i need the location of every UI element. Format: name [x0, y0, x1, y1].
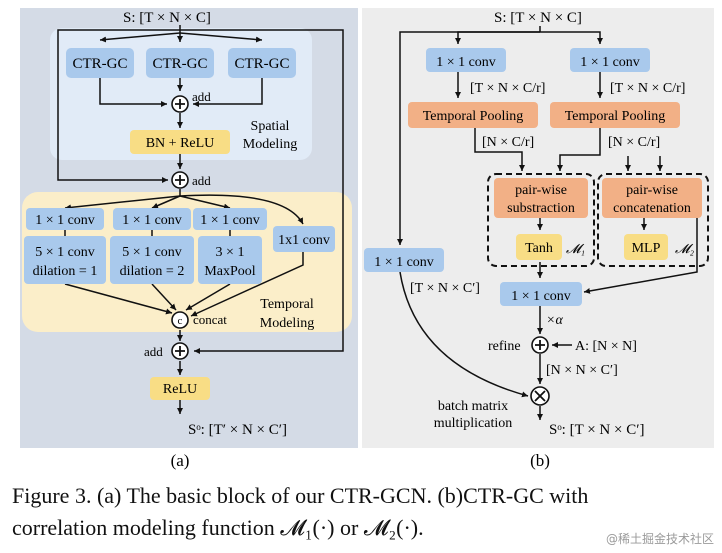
bn-relu-label: BN + ReLU — [146, 136, 215, 151]
adjacency-label: A: [N × N] — [575, 339, 637, 354]
ctr-gc-box-3 — [228, 48, 296, 78]
ctr-gc-label-2: CTR-GC — [152, 56, 207, 72]
conv-box-1 — [26, 208, 104, 230]
panel-a-input: S: [T × N × C] — [123, 10, 211, 26]
temporal-conv-label-2b: dilation = 2 — [120, 264, 185, 279]
bmm-label-2: multiplication — [434, 416, 513, 431]
ctr-gc-box-2 — [146, 48, 214, 78]
conv-right-box — [570, 48, 650, 72]
mlp-label: MLP — [632, 241, 661, 256]
m1-region — [487, 173, 595, 267]
m2-region — [597, 173, 709, 267]
m2-label: 𝓜₂ — [675, 241, 695, 256]
pairwise-cat-label-1: pair-wise — [626, 183, 678, 198]
pool-left-label: Temporal Pooling — [423, 109, 524, 124]
panel-b-background — [362, 8, 714, 448]
conv-label-3: 1 × 1 conv — [200, 213, 260, 228]
watermark: @稀土掘金技术社区 — [605, 532, 714, 546]
temporal-conv-label-2a: 5 × 1 conv — [122, 245, 182, 260]
conv-mid-label: 1 × 1 conv — [511, 289, 571, 304]
conv-left-box — [426, 48, 506, 72]
maxpool-label-b: MaxPool — [204, 264, 255, 279]
mlp-box — [624, 234, 668, 260]
add-label-1: add — [192, 89, 211, 104]
conv-side-label: 1x1 conv — [278, 233, 330, 248]
caption-line-1: Figure 3. (a) The basic block of our CTR… — [12, 483, 589, 508]
figure-caption: Figure 3. (a) The basic block of our CTR… — [12, 480, 712, 544]
dim-left: [T × N × C/r] — [470, 81, 545, 96]
conv-left-label: 1 × 1 conv — [436, 55, 496, 70]
dim-pool-left: [N × C/r] — [482, 135, 534, 150]
batch-matmul-node — [530, 386, 550, 406]
panel-b-label: (b) — [530, 451, 550, 470]
conv-far-left-box — [364, 248, 444, 272]
dim-right: [T × N × C/r] — [610, 81, 685, 96]
svg-text:c: c — [178, 315, 183, 327]
pairwise-sub-box — [494, 178, 588, 218]
temporal-label-1: Temporal — [260, 297, 314, 312]
refine-add-node — [531, 336, 549, 354]
add-node-1 — [171, 95, 189, 113]
temporal-label-2: Modeling — [260, 316, 314, 331]
dim-far-left: [T × N × C′] — [410, 281, 480, 296]
pool-right-box — [550, 102, 680, 128]
conv-right-label: 1 × 1 conv — [580, 55, 640, 70]
panel-a-label: (a) — [171, 451, 190, 470]
bmm-label-1: batch matrix — [438, 399, 508, 414]
panel-b-output: Sᵒ: [T × N × C′] — [549, 422, 645, 438]
m1-label: 𝓜₁ — [566, 241, 585, 256]
add-label-3: add — [144, 344, 163, 359]
temporal-conv-label-1a: 5 × 1 conv — [35, 245, 95, 260]
add-label-2: add — [192, 173, 211, 188]
concat-node: c — [171, 311, 189, 329]
figure-3: S: [T × N × C] C — [20, 8, 714, 470]
pool-left-box — [408, 102, 538, 128]
add-node-3 — [171, 342, 189, 360]
pairwise-sub-label-1: pair-wise — [515, 183, 567, 198]
dim-pool-right: [N × C/r] — [608, 135, 660, 150]
ctr-gc-box-1 — [66, 48, 134, 78]
conv-side-box — [273, 226, 335, 252]
conv-box-2 — [113, 208, 191, 230]
panel-b-input: S: [T × N × C] — [494, 10, 582, 26]
pairwise-cat-label-2: concatenation — [613, 201, 691, 216]
caption-line-2: correlation modeling function 𝓜₁(·) or 𝓜… — [12, 515, 424, 540]
add-node-2 — [171, 171, 189, 189]
pool-right-label: Temporal Pooling — [565, 109, 666, 124]
alpha-label: ×α — [546, 313, 563, 328]
maxpool-box — [198, 236, 262, 284]
dim-refine: [N × N × C′] — [546, 363, 618, 378]
spatial-label-1: Spatial — [251, 119, 290, 134]
bn-relu-box — [130, 130, 230, 154]
temporal-conv-box-1 — [24, 236, 106, 284]
relu-box — [150, 377, 210, 400]
tanh-box — [516, 234, 562, 260]
ctr-gc-label-1: CTR-GC — [72, 56, 127, 72]
pairwise-cat-box — [602, 178, 702, 218]
conv-box-3 — [193, 208, 267, 230]
maxpool-label-a: 3 × 1 — [216, 245, 245, 260]
tanh-label: Tanh — [525, 241, 553, 256]
concat-label: concat — [193, 312, 227, 327]
panel-a-output: Sᵒ: [T′ × N × C′] — [188, 422, 287, 438]
spatial-label-2: Modeling — [243, 137, 297, 152]
conv-label-2: 1 × 1 conv — [122, 213, 182, 228]
conv-far-left-label: 1 × 1 conv — [374, 255, 434, 270]
relu-label: ReLU — [163, 382, 197, 397]
conv-mid-box — [500, 282, 582, 306]
ctr-gc-label-3: CTR-GC — [234, 56, 289, 72]
temporal-conv-label-1b: dilation = 1 — [33, 264, 98, 279]
temporal-conv-box-2 — [110, 236, 194, 284]
pairwise-sub-label-2: substraction — [507, 201, 575, 216]
refine-label: refine — [488, 339, 521, 354]
conv-label-1: 1 × 1 conv — [35, 213, 95, 228]
